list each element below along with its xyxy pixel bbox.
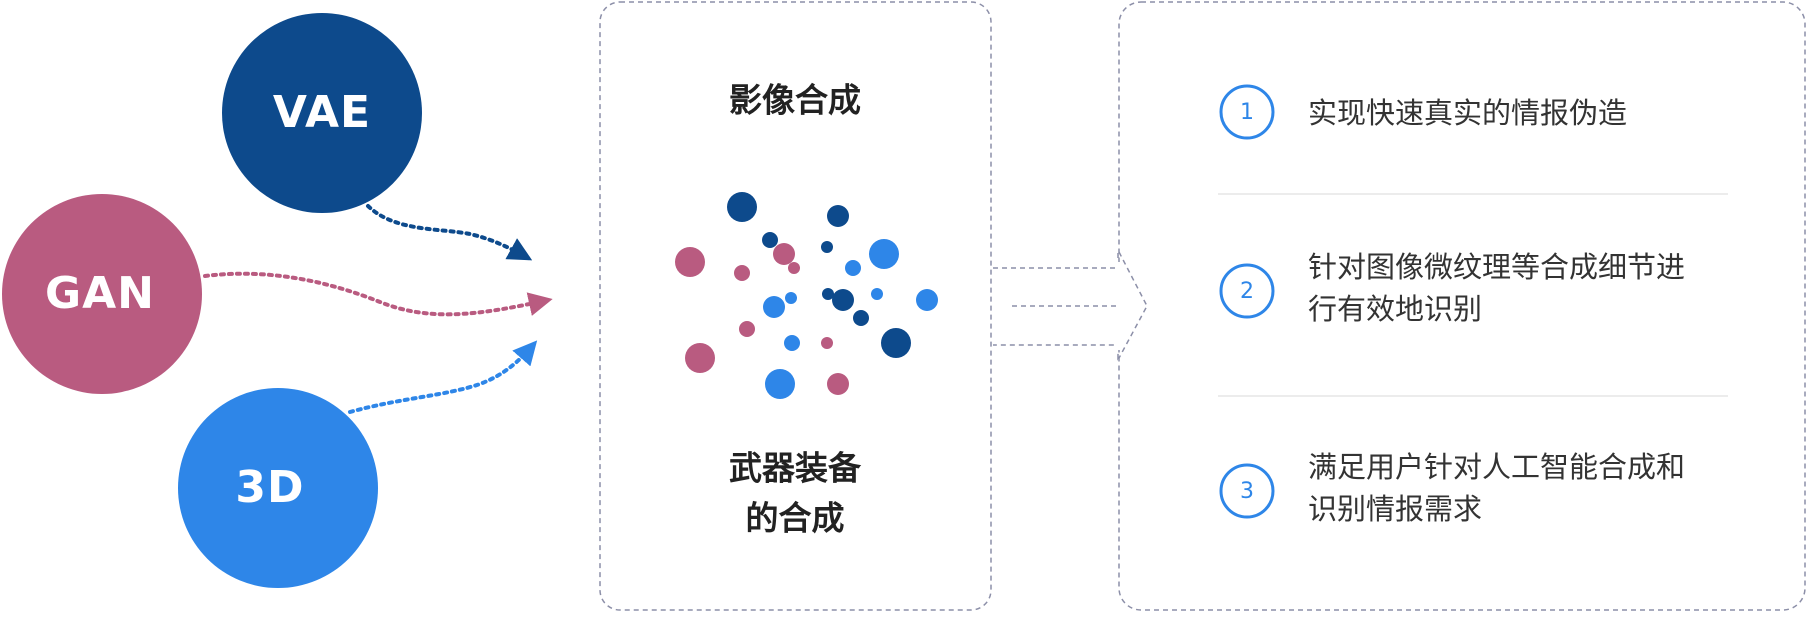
dot-cluster bbox=[675, 192, 938, 399]
dot bbox=[822, 288, 834, 300]
synthesis-panel bbox=[599, 1, 992, 611]
3d-label: 3D bbox=[235, 462, 304, 513]
vae-circle bbox=[222, 13, 422, 213]
outcomes-panel-notch-edge bbox=[1118, 251, 1148, 359]
panel-title-bottom-line2: 的合成 bbox=[746, 499, 845, 538]
dot bbox=[916, 289, 938, 311]
dot bbox=[827, 373, 849, 395]
dot bbox=[788, 262, 800, 274]
number-badge-3 bbox=[1219, 463, 1275, 519]
gan-arrow bbox=[203, 271, 553, 317]
number-2: 2 bbox=[1240, 279, 1254, 304]
dot bbox=[871, 288, 883, 300]
3d-circle bbox=[178, 388, 378, 588]
dot bbox=[734, 265, 750, 281]
vae-arrow bbox=[366, 204, 533, 261]
dot bbox=[675, 247, 705, 277]
dot bbox=[762, 232, 778, 248]
dot bbox=[832, 289, 854, 311]
dot bbox=[845, 260, 861, 276]
dot bbox=[765, 369, 795, 399]
dot bbox=[773, 243, 795, 265]
number-badge-1 bbox=[1219, 84, 1275, 140]
dot bbox=[869, 239, 899, 269]
dot bbox=[821, 337, 833, 349]
vae-label: VAE bbox=[273, 87, 371, 138]
gan-circle bbox=[2, 194, 202, 394]
3d-arrow bbox=[348, 340, 538, 414]
dot bbox=[881, 328, 911, 358]
panel-title-bottom-line1: 武器装备 bbox=[729, 449, 862, 488]
number-3: 3 bbox=[1240, 479, 1254, 504]
dot bbox=[739, 321, 755, 337]
number-badge-2 bbox=[1219, 263, 1275, 319]
gan-label: GAN bbox=[45, 268, 155, 319]
dot bbox=[784, 335, 800, 351]
panel-title-top: 影像合成 bbox=[729, 81, 861, 120]
dot bbox=[853, 310, 869, 326]
dot bbox=[763, 296, 785, 318]
dot bbox=[685, 343, 715, 373]
outcomes-panel bbox=[1118, 1, 1806, 611]
dot bbox=[821, 241, 833, 253]
dot bbox=[827, 205, 849, 227]
number-1: 1 bbox=[1240, 100, 1254, 125]
outcomes-panel-notch bbox=[1116, 262, 1122, 350]
dot bbox=[785, 292, 797, 304]
dot bbox=[727, 192, 757, 222]
